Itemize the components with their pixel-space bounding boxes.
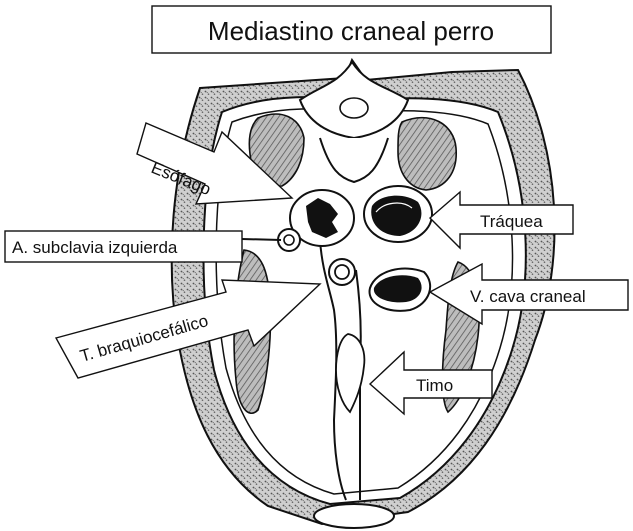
right-muscle-mass: [398, 118, 456, 190]
title-box: Mediastino craneal perro: [152, 6, 551, 53]
label-subclavia: A. subclavia izquierda: [5, 231, 281, 262]
trachea: [364, 186, 432, 242]
label-subclavia-text: A. subclavia izquierda: [12, 238, 178, 257]
label-timo-text: Timo: [416, 376, 453, 395]
diagram-title: Mediastino craneal perro: [208, 16, 494, 46]
brachiocephalic-trunk: [329, 259, 355, 285]
label-cava-text: V. cava craneal: [470, 287, 586, 306]
left-subclavian-artery: [278, 229, 300, 251]
sternum: [314, 504, 394, 528]
label-traquea-text: Tráquea: [480, 212, 543, 231]
